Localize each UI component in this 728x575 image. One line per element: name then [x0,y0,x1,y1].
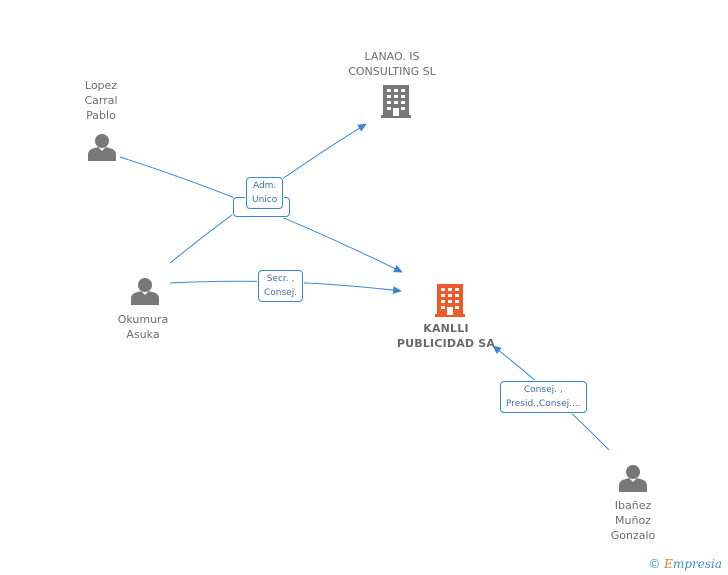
relation-text: Adm. [252,181,277,191]
label-line: Ibañez [614,499,652,512]
person-icon[interactable] [619,465,647,492]
node-label-lanaois[interactable]: LANAO. IS CONSULTING SL [336,49,448,79]
relation-text: Consej. , [523,385,563,395]
label-line: Muñoz [615,514,651,527]
label-line: KANLLI [423,322,469,335]
label-line: Carral [84,94,118,107]
relation-text: Presid.,Consej.... [506,399,581,409]
relation-box-consej-presid[interactable]: Consej. , Presid.,Consej.... [500,381,587,413]
label-line: CONSULTING SL [348,65,436,78]
brand-logo: Empresia [664,557,722,571]
label-line: Gonzalo [610,529,656,542]
label-line: Pablo [86,109,116,122]
person-icon[interactable] [131,278,159,305]
node-label-okumura[interactable]: Okumura Asuka [108,312,178,342]
building-icon[interactable] [435,284,465,317]
relation-text: Secr. , [266,274,295,284]
node-label-kanlli[interactable]: KANLLI PUBLICIDAD SA [390,321,502,351]
relation-text: Unico [252,195,278,205]
copyright-brand[interactable]: © Empresia [648,557,722,571]
label-line: Okumura [117,313,169,326]
label-line: LANAO. IS [364,50,420,63]
relation-box-secr-consej[interactable]: Secr. , Consej. [258,270,304,302]
brand-first-letter: E [664,557,673,571]
node-label-lopez[interactable]: Lopez Carral Pablo [70,78,132,123]
relation-box-adm-unico[interactable]: Adm. Unico [246,177,284,209]
building-icon[interactable] [381,85,411,118]
brand-rest: mpresia [672,557,722,571]
label-line: PUBLICIDAD SA [396,337,496,350]
person-icon[interactable] [88,134,116,161]
node-label-ibanez[interactable]: Ibañez Muñoz Gonzalo [598,498,668,543]
relation-text: Consej. [264,288,298,298]
copyright-symbol: © [648,557,661,571]
label-line: Lopez [84,79,118,92]
label-line: Asuka [126,328,160,341]
